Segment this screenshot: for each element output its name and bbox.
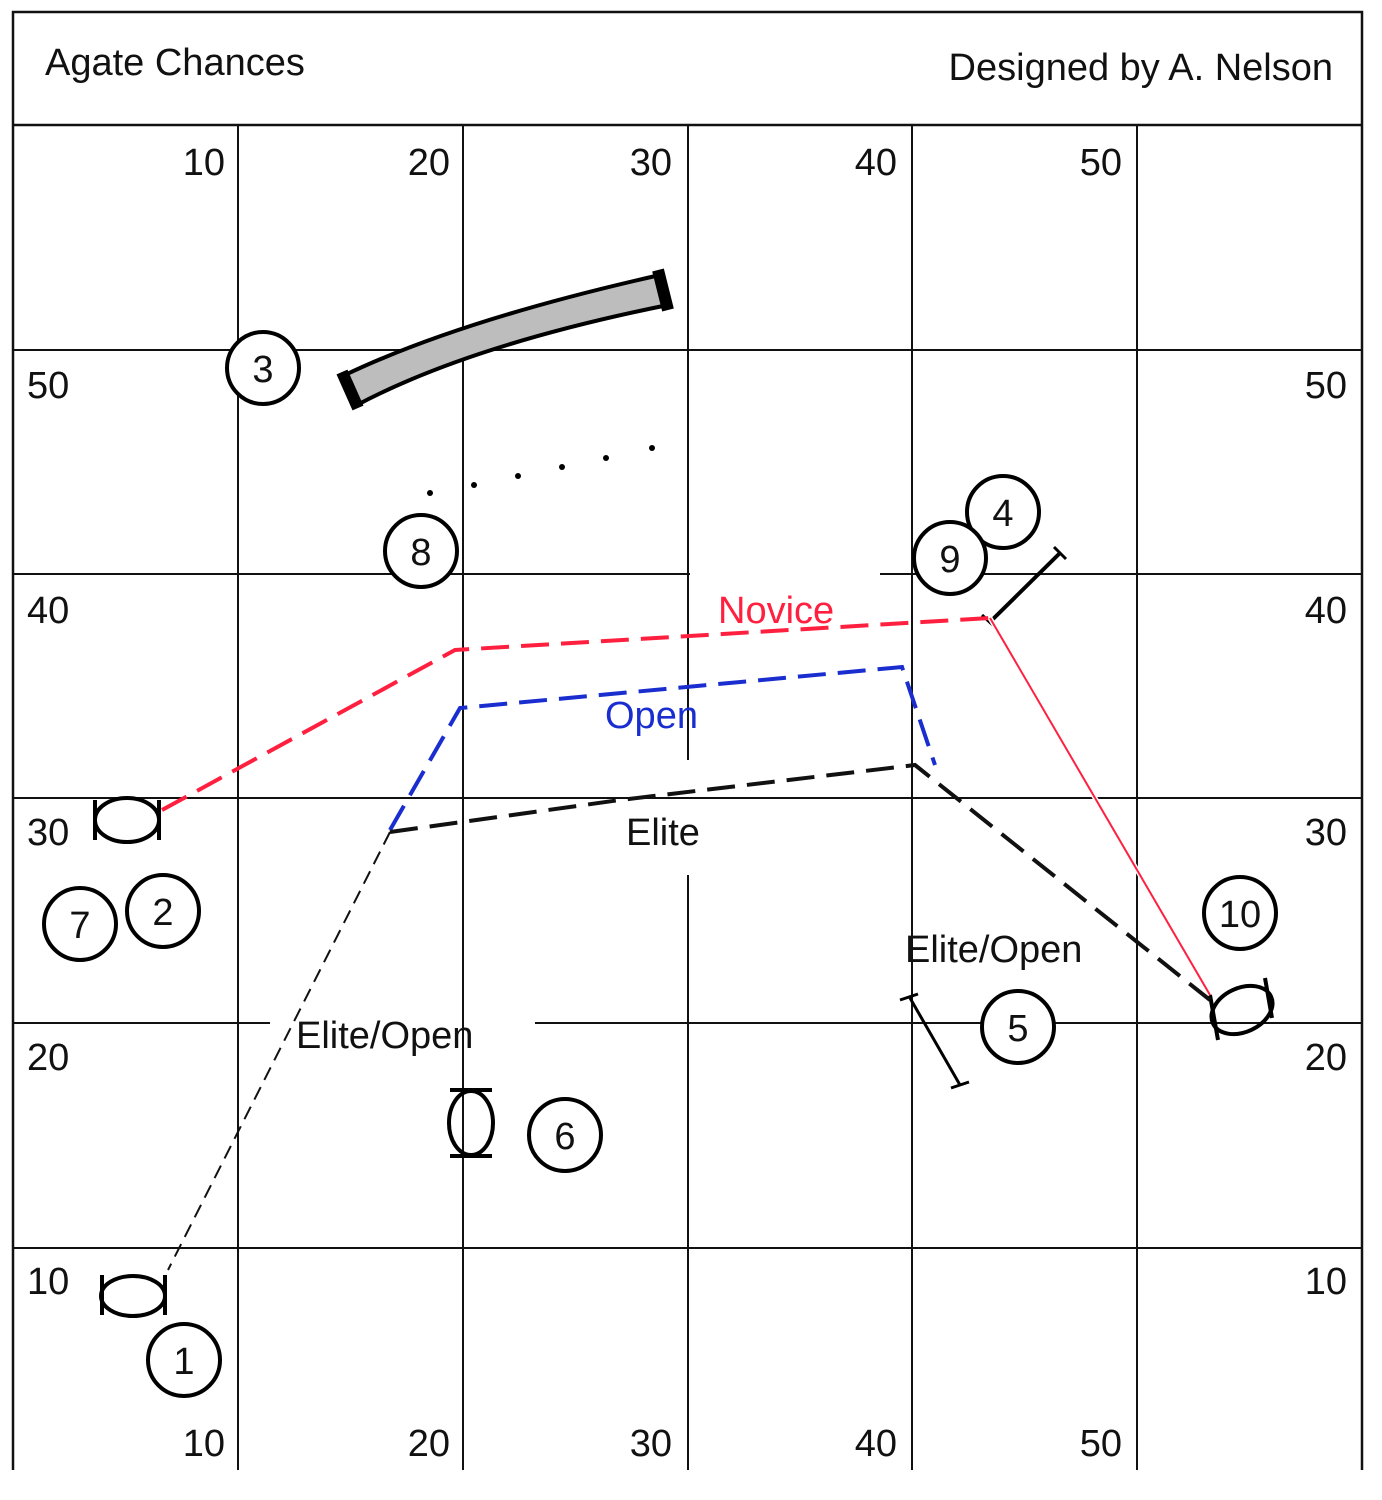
grid	[13, 125, 1362, 1470]
axis-bottom-label: 40	[855, 1423, 897, 1465]
axis-top-label: 30	[630, 142, 672, 184]
axis-left-label: 20	[27, 1037, 69, 1079]
axis-top-label: 50	[1080, 142, 1122, 184]
open-label: Open	[605, 695, 698, 737]
axis-top-label: 10	[183, 142, 225, 184]
elite-open-label: Elite/Open	[905, 929, 1082, 971]
obstacle-number: 2	[152, 892, 173, 934]
designer-credit: Designed by A. Nelson	[949, 47, 1333, 89]
tire-obstacles	[93, 796, 1275, 1318]
axis-bottom-label: 50	[1080, 1423, 1122, 1465]
obstacle-number: 10	[1219, 894, 1261, 936]
axis-top-label: 40	[855, 142, 897, 184]
obstacle-number: 1	[173, 1341, 194, 1383]
axis-bottom-label: 10	[183, 1423, 225, 1465]
axis-bottom-label: 20	[408, 1423, 450, 1465]
obstacle-number: 3	[252, 349, 273, 391]
obstacle-number: 8	[410, 532, 431, 574]
axis-left-label: 10	[27, 1261, 69, 1303]
elite-open-path	[167, 831, 391, 1271]
axis-left-label: 40	[27, 590, 69, 632]
axis-right-label: 50	[1305, 365, 1347, 407]
weave-poles-obstacle	[427, 445, 655, 496]
novice-label: Novice	[718, 590, 834, 632]
obstacle-number: 9	[939, 539, 960, 581]
axis-top-label: 20	[408, 142, 450, 184]
axis-left-label: 30	[27, 812, 69, 854]
axis-right-label: 20	[1305, 1037, 1347, 1079]
obstacle-number: 4	[992, 493, 1013, 535]
axis-right-label: 30	[1305, 812, 1347, 854]
axis-right-label: 10	[1305, 1261, 1347, 1303]
tunnel-obstacle	[342, 272, 671, 408]
course-title: Agate Chances	[45, 42, 305, 84]
elite-path	[389, 762, 1212, 1002]
axis-left-label: 50	[27, 365, 69, 407]
axis-right-label: 40	[1305, 590, 1347, 632]
elite-label: Elite	[626, 812, 700, 854]
obstacle-number: 7	[69, 905, 90, 947]
axis-bottom-label: 30	[630, 1423, 672, 1465]
obstacle-number: 5	[1007, 1008, 1028, 1050]
elite-open-label: Elite/Open	[296, 1015, 473, 1057]
obstacle-number: 6	[554, 1116, 575, 1158]
open-path	[388, 664, 937, 831]
